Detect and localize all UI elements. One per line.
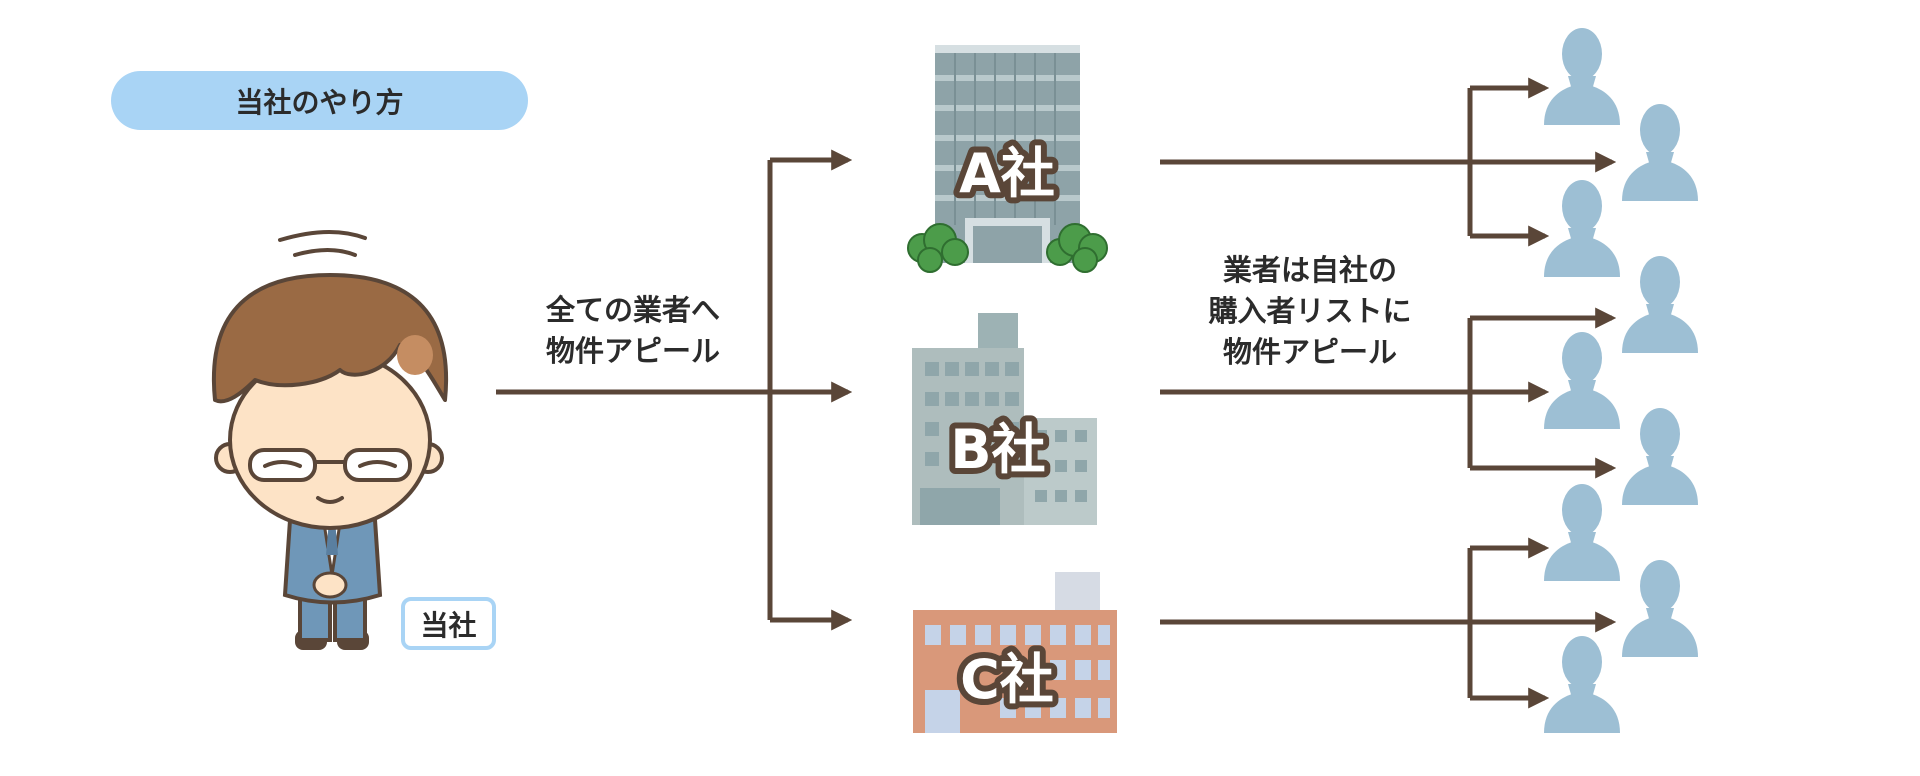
buyer-person-icon [1622, 560, 1698, 657]
company-a-label: A社 [959, 142, 1055, 205]
right-arrows [1160, 77, 1617, 709]
company-c-label: C社 [960, 648, 1054, 711]
left-note-line: 全ての業者へ [545, 293, 720, 327]
buyer-person-icon [1622, 104, 1698, 201]
buyer-person-icon [1544, 636, 1620, 733]
title-pill: 当社のやり方 [111, 71, 528, 130]
left-note-line: 物件アピール [545, 334, 720, 368]
buyer-icons [1544, 28, 1698, 733]
left-arrows [496, 149, 853, 631]
right-note-line: 購入者リストに [1208, 294, 1412, 328]
self-company-tag: 当社 [401, 597, 496, 650]
building-c-illustration: C社 [913, 572, 1117, 733]
right-note-line: 物件アピール [1222, 335, 1397, 369]
right-note-line: 業者は自社の [1222, 253, 1397, 287]
buyer-person-icon [1544, 484, 1620, 581]
buyer-person-icon [1544, 28, 1620, 125]
right-note: 業者は自社の 購入者リストに 物件アピール [1190, 250, 1430, 373]
salesperson-illustration [211, 230, 449, 650]
building-b-illustration: B社 [912, 313, 1097, 525]
buyer-person-icon [1544, 180, 1620, 277]
left-note: 全ての業者へ 物件アピール [528, 290, 738, 372]
buyer-person-icon [1622, 256, 1698, 353]
buyer-person-icon [1544, 332, 1620, 429]
company-b-label: B社 [950, 418, 1045, 481]
buyer-person-icon [1622, 408, 1698, 505]
building-a-illustration: A社 [907, 45, 1108, 273]
